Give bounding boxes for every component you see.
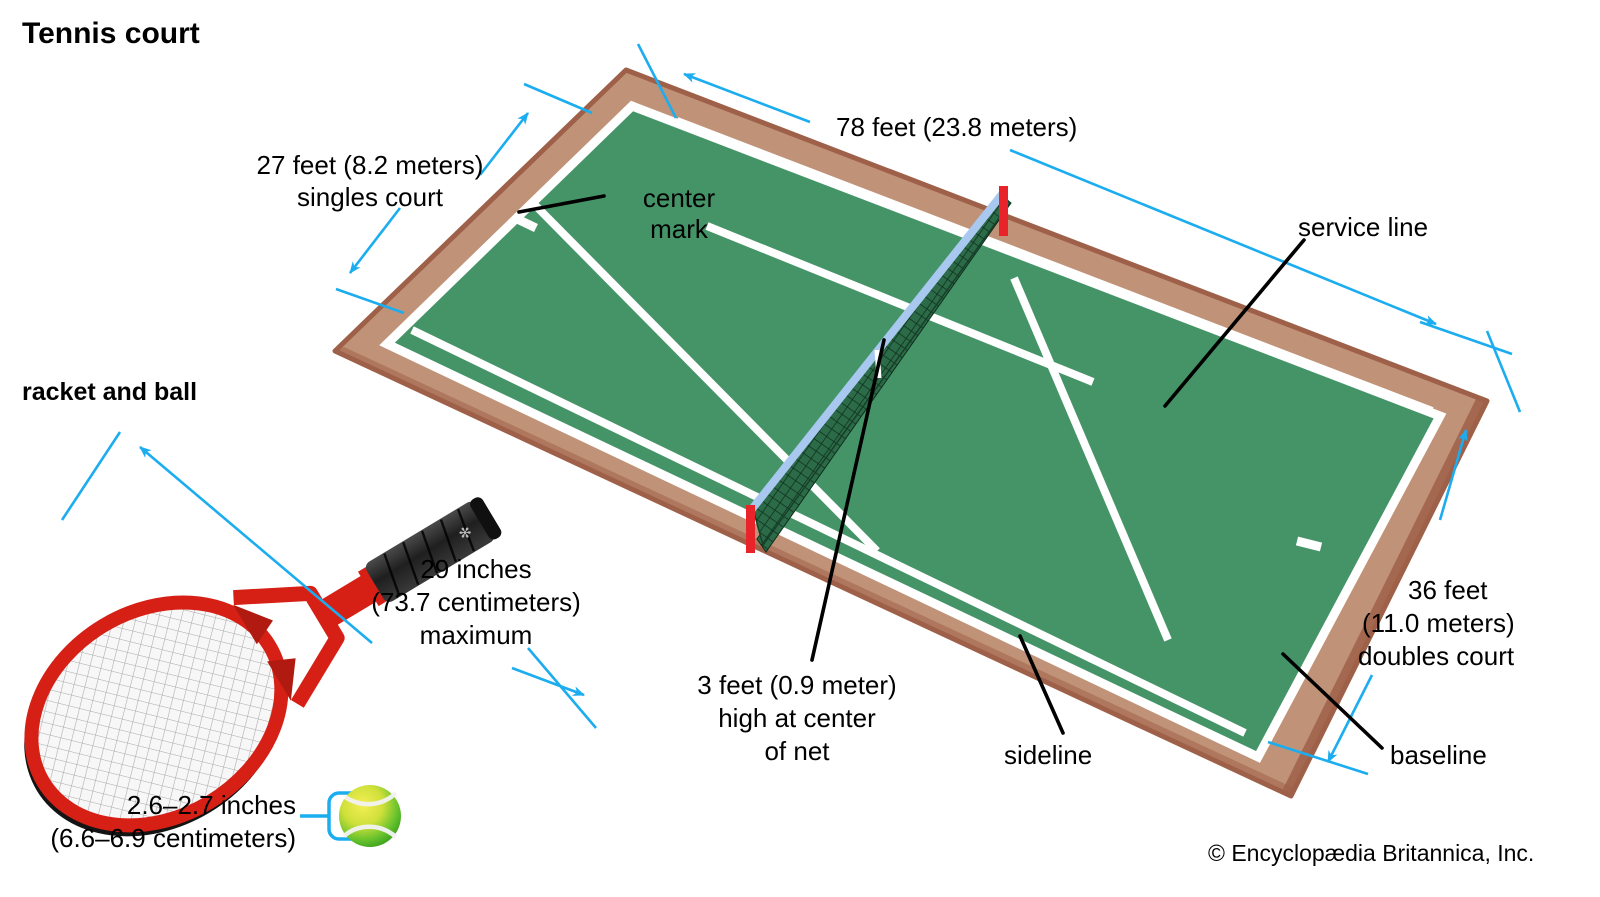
tennis-net: [746, 186, 1012, 553]
copyright-credit: © Encyclopædia Britannica, Inc.: [1208, 840, 1535, 866]
label-doubles-width-line1: 36 feet: [1408, 575, 1488, 605]
leader-sideline: [1018, 634, 1065, 735]
label-court-length: 78 feet (23.8 meters): [836, 112, 1078, 142]
center-mark-left: [511, 212, 538, 233]
tennis-ball-group: [300, 785, 401, 847]
arrow-singles-down: [348, 207, 402, 274]
service-line-right: [1010, 276, 1172, 642]
arrow-singles-up: [478, 112, 530, 176]
label-center-mark-line2: mark: [650, 214, 708, 244]
arrow-doubles-up: [1438, 429, 1468, 521]
label-net-height-line1: 3 feet (0.9 meter): [697, 670, 897, 700]
tick-racket-top: [60, 431, 122, 521]
racket-shaft: [310, 574, 380, 632]
arrow-racket-up: [139, 446, 373, 644]
label-ball-size-line1: 2.6–2.7 inches: [126, 790, 296, 820]
label-racket-length-line1: 29 inches: [420, 554, 532, 584]
arrow-racket-down: [511, 666, 585, 697]
ball-seam-bottom: [342, 824, 398, 839]
center-service-line: [705, 222, 1095, 386]
leader-service-line: [1163, 238, 1306, 408]
net-post-right: [999, 186, 1008, 236]
figure-title: Tennis court: [22, 17, 200, 50]
leader-net-height: [810, 338, 886, 662]
dimension-arrows: [60, 43, 1522, 776]
section-label-racket-and-ball: racket and ball: [22, 378, 198, 406]
singles-sideline-top: [675, 117, 1434, 415]
label-singles-width-line1: 27 feet (8.2 meters): [256, 150, 484, 180]
tick-singles-top: [523, 82, 593, 115]
arrow-length-right: [1009, 148, 1437, 326]
label-center-mark-line1: center: [642, 183, 716, 213]
label-racket-length-line2: (73.7 centimeters): [371, 587, 581, 617]
label-net-height-line2: high at center: [718, 703, 876, 733]
label-service-line: service line: [1298, 212, 1429, 242]
label-racket-length-line3: maximum: [419, 620, 533, 650]
leader-lines: [517, 194, 1384, 750]
service-line-left: [530, 200, 880, 554]
label-doubles-width-line3: doubles court: [1358, 641, 1515, 671]
tick-doubles-bottom: [1267, 740, 1369, 776]
label-ball-size-line2: (6.6–6.9 centimeters): [50, 823, 296, 853]
tennis-racket: ✻: [24, 497, 502, 837]
tick-singles-bottom: [335, 287, 405, 315]
label-baseline: baseline: [1390, 740, 1487, 770]
leader-center-mark: [517, 194, 606, 214]
tick-doubles-top: [1419, 320, 1513, 356]
label-net-height-line3: of net: [764, 736, 830, 766]
singles-sideline-bottom: [410, 326, 1247, 737]
court-surface: [387, 106, 1440, 757]
court-lines: [379, 100, 1447, 763]
tick-length-right: [1485, 330, 1522, 413]
tick-length-left: [636, 43, 678, 119]
racket-strings: [37, 608, 276, 820]
center-mark-right: [1295, 536, 1323, 552]
net-post-left: [746, 505, 755, 553]
leader-baseline: [1281, 652, 1384, 750]
label-singles-width-line2: singles court: [297, 182, 443, 212]
racket-frame: [24, 595, 289, 833]
arrow-length-left: [683, 72, 811, 124]
ball-seam-top: [343, 791, 398, 807]
label-doubles-width-line2: (11.0 meters): [1362, 608, 1515, 638]
label-sideline: sideline: [1004, 740, 1093, 770]
